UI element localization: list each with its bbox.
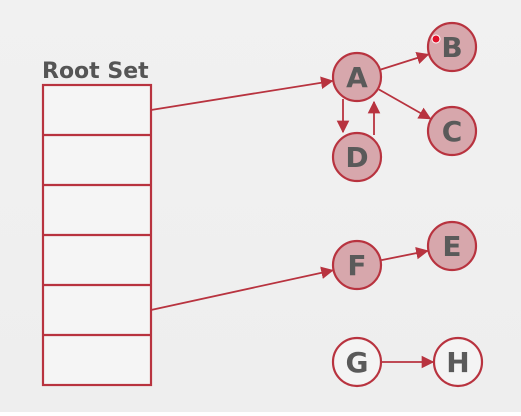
node-circle-d (331, 131, 383, 183)
edge-f-to-e (381, 246, 429, 261)
node-label-e: E (442, 230, 461, 263)
node-f: F (331, 239, 383, 291)
node-label-b: B (441, 31, 462, 64)
node-d: D (331, 131, 383, 183)
node-label-h: H (446, 346, 469, 379)
node-label-d: D (345, 141, 368, 174)
node-circle-c (426, 105, 478, 157)
node-label-a: A (346, 61, 368, 94)
node-label-f: F (347, 249, 366, 282)
node-circle-e (426, 220, 478, 272)
node-circle-f (331, 239, 383, 291)
root-set-box (41, 83, 153, 387)
node-c: C (426, 105, 478, 157)
node-circle-h (432, 336, 484, 388)
edges (150, 51, 435, 369)
pointer-dot (431, 34, 441, 44)
node-label-g: G (346, 346, 369, 379)
edge-a-to-b (380, 51, 430, 71)
node-circle-g (331, 336, 383, 388)
node-h: H (432, 336, 484, 388)
node-e: E (426, 220, 478, 272)
node-b: B (426, 21, 478, 73)
edge-a-to-c (378, 88, 432, 120)
node-a: A (331, 51, 383, 103)
edge-root-slot-5-to-f (150, 266, 334, 311)
node-circle-a (331, 51, 383, 103)
edge-root-slot-1-to-a (150, 76, 334, 111)
node-label-c: C (442, 115, 463, 148)
node-circle-b (426, 21, 478, 73)
root-set-title: Root Set (42, 59, 149, 84)
node-g: G (331, 336, 383, 388)
nodes: A B C D E F G H (331, 21, 484, 388)
